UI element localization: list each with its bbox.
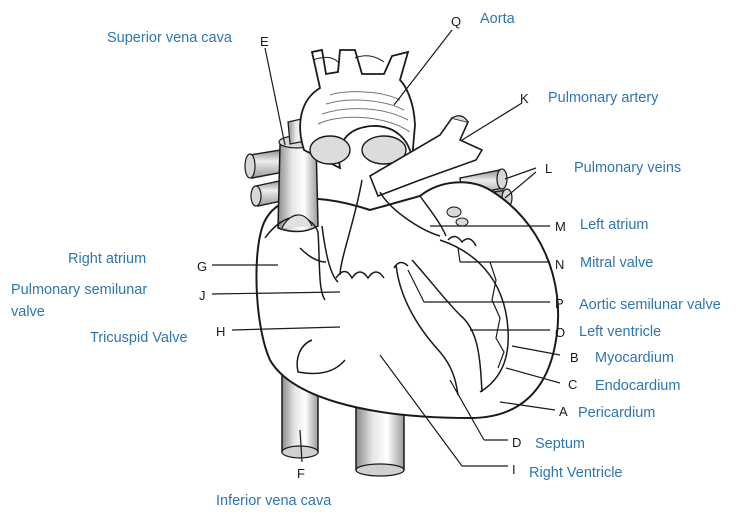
left-ventricle-wall: [439, 239, 509, 393]
label-left-atrium: Left atrium: [580, 217, 649, 233]
marker-o: O: [555, 325, 566, 340]
label-pulmonary-veins: Pulmonary veins: [574, 160, 682, 176]
label-pulmonary-semilunar-valve-line2: valve: [11, 304, 45, 320]
label-pericardium: Pericardium: [578, 405, 656, 421]
label-left-ventricle: Left ventricle: [579, 324, 662, 340]
label-aorta: Aorta: [480, 11, 515, 27]
internal-chambers: [264, 179, 483, 396]
marker-e: E: [260, 34, 269, 49]
marker-p: P: [555, 296, 564, 311]
leader-lines: [211, 29, 561, 467]
marker-j: J: [199, 288, 206, 303]
marker-a: A: [559, 404, 568, 419]
marker-n: N: [555, 257, 565, 272]
marker-h: H: [216, 324, 226, 339]
label-mitral-valve: Mitral valve: [580, 255, 654, 271]
marker-l: L: [545, 161, 553, 176]
label-right-atrium: Right atrium: [68, 251, 147, 267]
marker-q: Q: [451, 14, 462, 29]
heart-body: [255, 181, 560, 420]
label-aortic-semilunar-valve: Aortic semilunar valve: [579, 297, 721, 313]
marker-i: I: [512, 462, 516, 477]
label-pulmonary-semilunar-valve-line1: Pulmonary semilunar: [11, 282, 148, 298]
aorta-vessel: [299, 48, 416, 170]
marker-c: C: [568, 377, 578, 392]
myocardium-jagged: [489, 261, 505, 369]
label-tricuspid-valve: Tricuspid Valve: [90, 330, 188, 346]
label-endocardium: Endocardium: [595, 378, 681, 394]
label-myocardium: Myocardium: [595, 350, 674, 366]
label-pulmonary-artery: Pulmonary artery: [548, 90, 659, 106]
label-superior-vena-cava: Superior vena cava: [107, 30, 232, 46]
label-septum: Septum: [535, 436, 585, 452]
marker-b: B: [570, 350, 579, 365]
marker-k: K: [520, 91, 529, 106]
marker-f: F: [297, 466, 305, 481]
marker-d: D: [512, 435, 522, 450]
label-inferior-vena-cava: Inferior vena cava: [216, 493, 332, 509]
marker-m: M: [555, 219, 566, 234]
pulmonary-artery-vessel: [369, 117, 484, 198]
label-right-ventricle: Right Ventricle: [529, 465, 623, 481]
marker-g: G: [197, 259, 208, 274]
